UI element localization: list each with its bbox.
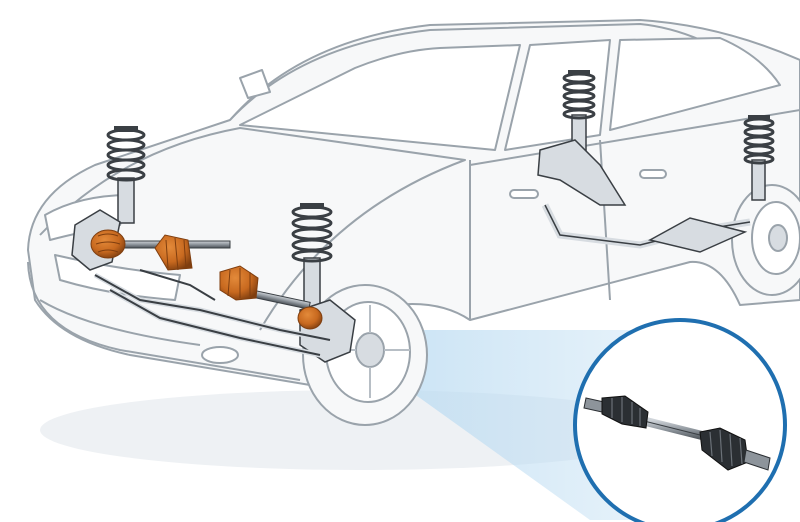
coil-spring-icon [743, 117, 775, 165]
cv-boot-icon [219, 265, 259, 301]
rear-wheel [731, 184, 800, 296]
front-subframe [93, 269, 331, 358]
rear-left-knuckle [537, 139, 627, 206]
car-body [27, 19, 800, 386]
cv-boot-icon [297, 306, 323, 330]
rear-subframe [541, 203, 751, 253]
front-left-strut [106, 126, 146, 224]
cv-boot-icon [90, 229, 126, 259]
rear-right-strut [743, 115, 775, 201]
axle-detail-inset [573, 318, 787, 522]
front-right-drive-axle [219, 265, 323, 330]
cv-axle-shaft-icon [583, 395, 771, 471]
cv-boot-icon [154, 234, 193, 271]
front-left-drive-axle [90, 229, 231, 271]
front-right-strut [291, 203, 333, 309]
